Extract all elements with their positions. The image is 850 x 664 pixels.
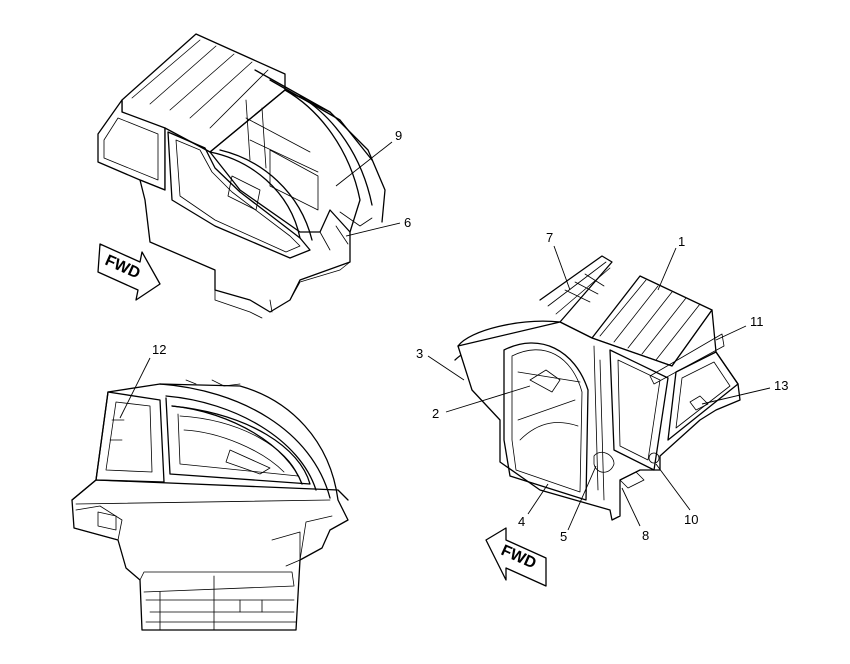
svg-text:5: 5 (560, 529, 567, 544)
svg-text:2: 2 (432, 406, 439, 421)
cab-view-right (454, 255, 741, 521)
callout-5: 5 (560, 465, 597, 544)
fwd-arrow-top-left: FWD (97, 243, 161, 301)
callout-3: 3 (416, 346, 465, 381)
callout-1: 1 (657, 234, 685, 291)
svg-text:3: 3 (416, 346, 423, 361)
svg-text:12: 12 (152, 342, 166, 357)
svg-text:8: 8 (642, 528, 649, 543)
callout-8: 8 (621, 487, 649, 543)
callout-10: 10 (655, 463, 698, 527)
svg-text:6: 6 (404, 215, 411, 230)
svg-text:11: 11 (750, 314, 764, 329)
svg-text:9: 9 (395, 128, 402, 143)
svg-text:4: 4 (518, 514, 525, 529)
callout-4: 4 (518, 483, 549, 529)
svg-text:1: 1 (678, 234, 685, 249)
callout-13: 13 (701, 378, 788, 405)
fwd-arrow-right: FWD (485, 527, 547, 587)
callout-2: 2 (432, 385, 531, 421)
callout-7: 7 (546, 230, 571, 291)
cab-view-bottom-left (71, 379, 349, 631)
callout-12: 12 (119, 342, 166, 419)
callout-6: 6 (345, 215, 411, 237)
svg-text:10: 10 (684, 512, 698, 527)
svg-text:13: 13 (774, 378, 788, 393)
callout-11: 11 (715, 314, 764, 341)
callout-9: 9 (335, 128, 402, 187)
svg-text:7: 7 (546, 230, 553, 245)
cab-view-top-left (97, 33, 386, 319)
